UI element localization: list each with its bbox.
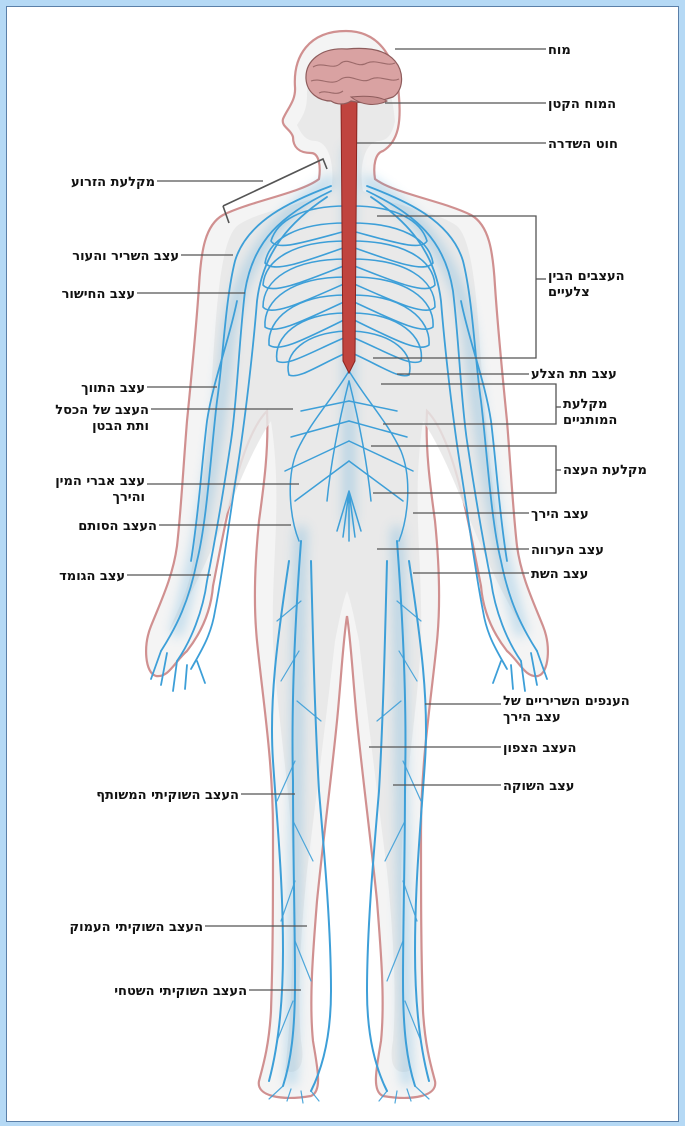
label-radial-nerve: עצב החישור	[62, 287, 135, 303]
label-deep-fibular-nerve: העצב השוקיתי העמוק	[70, 920, 203, 936]
label-lumbar-plexus: מקלעת המותניים	[563, 397, 617, 429]
spinal-cord	[341, 96, 357, 373]
label-cerebellum: המוח הקטן	[548, 97, 616, 113]
label-saphenous-nerve: העצב הצפון	[503, 741, 576, 757]
label-tibial-nerve: עצב השוקה	[503, 779, 574, 795]
label-ulnar-nerve: עצב הגומד	[59, 569, 125, 585]
diagram-panel: מוח המוח הקטן חוט השדרה העצבים הבין צלעי…	[6, 6, 679, 1122]
label-sciatic-nerve: עצב השת	[531, 567, 588, 583]
label-muscular-branches-femoral: הענפים השריריים של עצב הירך	[503, 694, 630, 726]
label-pudendal-nerve: עצב הערווה	[531, 543, 604, 559]
label-brain: מוח	[548, 43, 571, 59]
label-musculocutaneous-nerve: עצב השריר והעור	[72, 249, 179, 265]
label-iliohypogastric-nerve: העצב של הכסל ותת הבטן	[55, 403, 149, 435]
label-subcostal-nerve: עצב תת הצלע	[531, 367, 617, 383]
label-common-fibular-nerve: העצב השוקיתי המשותף	[96, 788, 239, 804]
label-intercostal-nerves: העצבים הבין צלעיים	[548, 269, 625, 301]
label-obturator-nerve: העצב הסותם	[78, 519, 157, 535]
label-brachial-plexus: מקלעת הזרוע	[71, 175, 155, 191]
brain	[306, 48, 402, 104]
label-femoral-nerve: עצב הירך	[531, 507, 589, 523]
label-sacral-plexus: מקלעת העצה	[563, 463, 647, 479]
label-genitofemoral-nerve: עצב אברי המין והירך	[55, 474, 145, 506]
label-spinal-cord: חוט השדרה	[548, 137, 618, 153]
label-median-nerve: עצב התווך	[81, 381, 145, 397]
label-superficial-fibular-nerve: העצב השוקיתי השטחי	[114, 984, 247, 1000]
